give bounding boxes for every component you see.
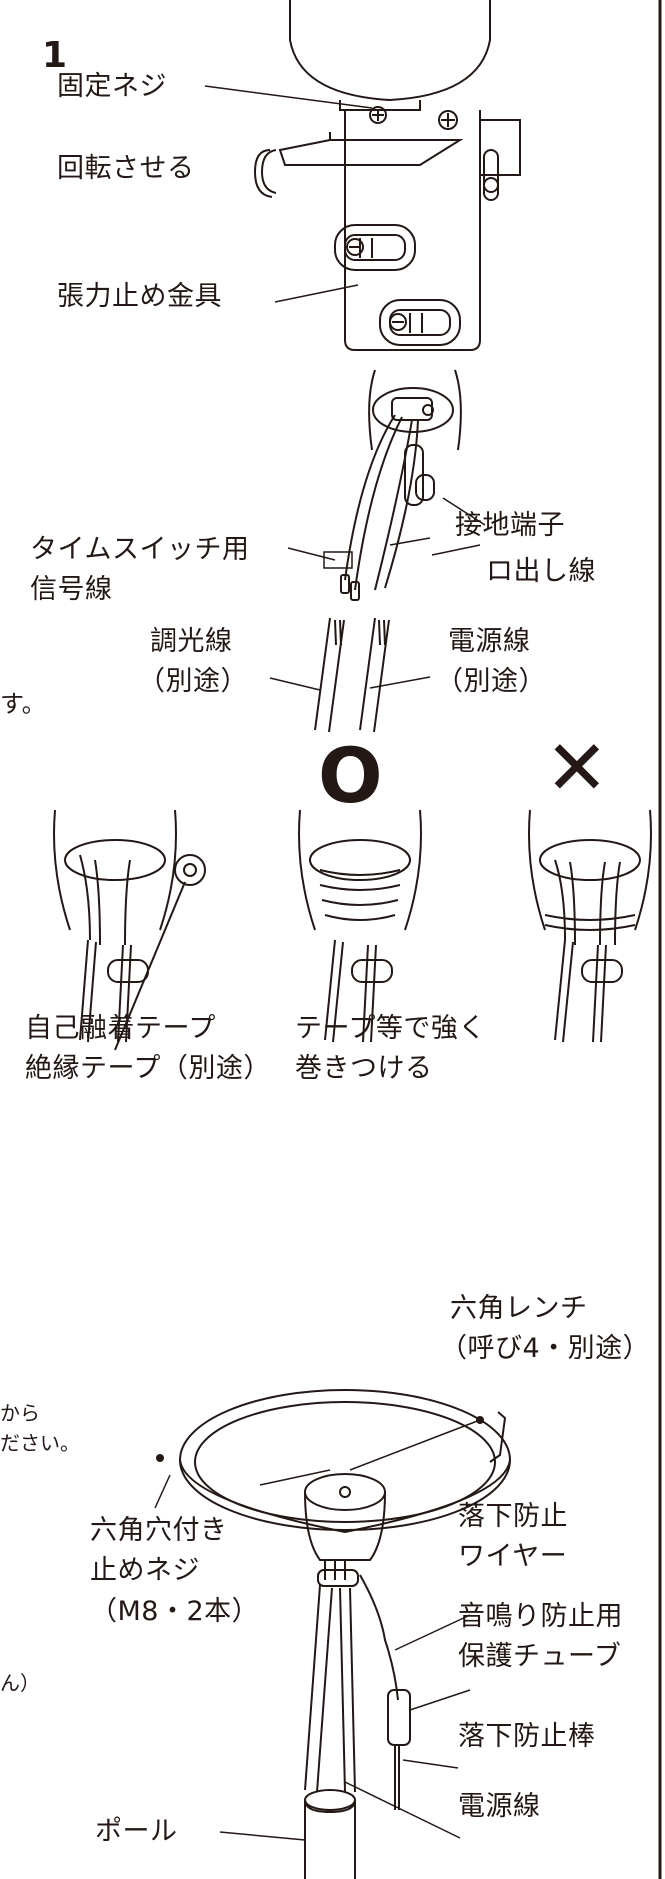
bracket-plate [280,110,520,350]
fall-wire-label-1: 落下防止 [458,1501,568,1532]
tape-label-1: 自己融着テープ [25,1013,216,1044]
dimming-cable [315,618,344,732]
tape-label-2: 絶縁テープ（別途） [25,1053,271,1084]
ground-terminal-label: 接地端子 [455,510,565,541]
cut-text-2: ださい。 [0,1431,80,1455]
wrap-label-2: 巻きつける [295,1053,433,1084]
hex-wrench-icon [490,1412,505,1462]
power-cable-top [360,618,389,732]
clamp-upper [335,225,415,270]
tape-fig-a [54,810,205,1050]
hex-screw-label-3: （M8・2本） [90,1596,260,1627]
timer-signal-label-1: タイムスイッチ用 [30,534,250,565]
dimming-label-2: （別途） [138,666,248,697]
ng-mark: ✕ [545,723,609,812]
timer-signal-label-2: 信号線 [30,574,113,605]
fall-wire-label-2: ワイヤー [458,1541,568,1572]
tape-fig-ok [299,810,421,1042]
hex-wrench-label-1: 六角レンチ [450,1293,588,1324]
power-label-2: （別途） [436,666,546,697]
canopy-wires [305,1560,410,1810]
strain-relief-label: 張力止め金具 [57,281,222,312]
ok-mark: O [318,731,383,820]
tube-label-2: 保護チューブ [458,1641,622,1672]
tube-label-1: 音鳴り防止用 [458,1601,623,1632]
rotate-label: 回転させる [57,153,195,184]
tape-fig-ng [529,810,651,1042]
fixing-screw-label: 固定ネジ [57,71,167,102]
wiring-base [324,370,461,600]
power-label-1: 電源線 [448,626,531,657]
pole [305,1790,355,1879]
fall-rod-label: 落下防止棒 [458,1721,596,1752]
hex-screw-label-1: 六角穴付き [90,1515,228,1546]
canopy-disc [180,1390,510,1560]
rotate-arrow-icon [255,150,276,197]
cut-text-1: から [0,1401,40,1425]
dimming-label-1: 調光線 [150,626,233,657]
hex-wrench-label-2: （呼び4・別途） [440,1333,651,1364]
wrap-label-1: テープ等で強く [295,1013,486,1044]
lead-wire-label: ロ出し線 [486,556,596,587]
fixture-body-top [290,0,490,129]
pole-label: ポール [95,1816,178,1847]
cut-off-text: す。 [0,690,46,718]
power-bottom-label: 電源線 [458,1791,541,1822]
hex-screw-label-2: 止めネジ [90,1555,200,1586]
step-number: 1 [42,35,68,76]
cut-text-3: ん） [0,1671,40,1695]
clamp-lower [380,300,460,345]
